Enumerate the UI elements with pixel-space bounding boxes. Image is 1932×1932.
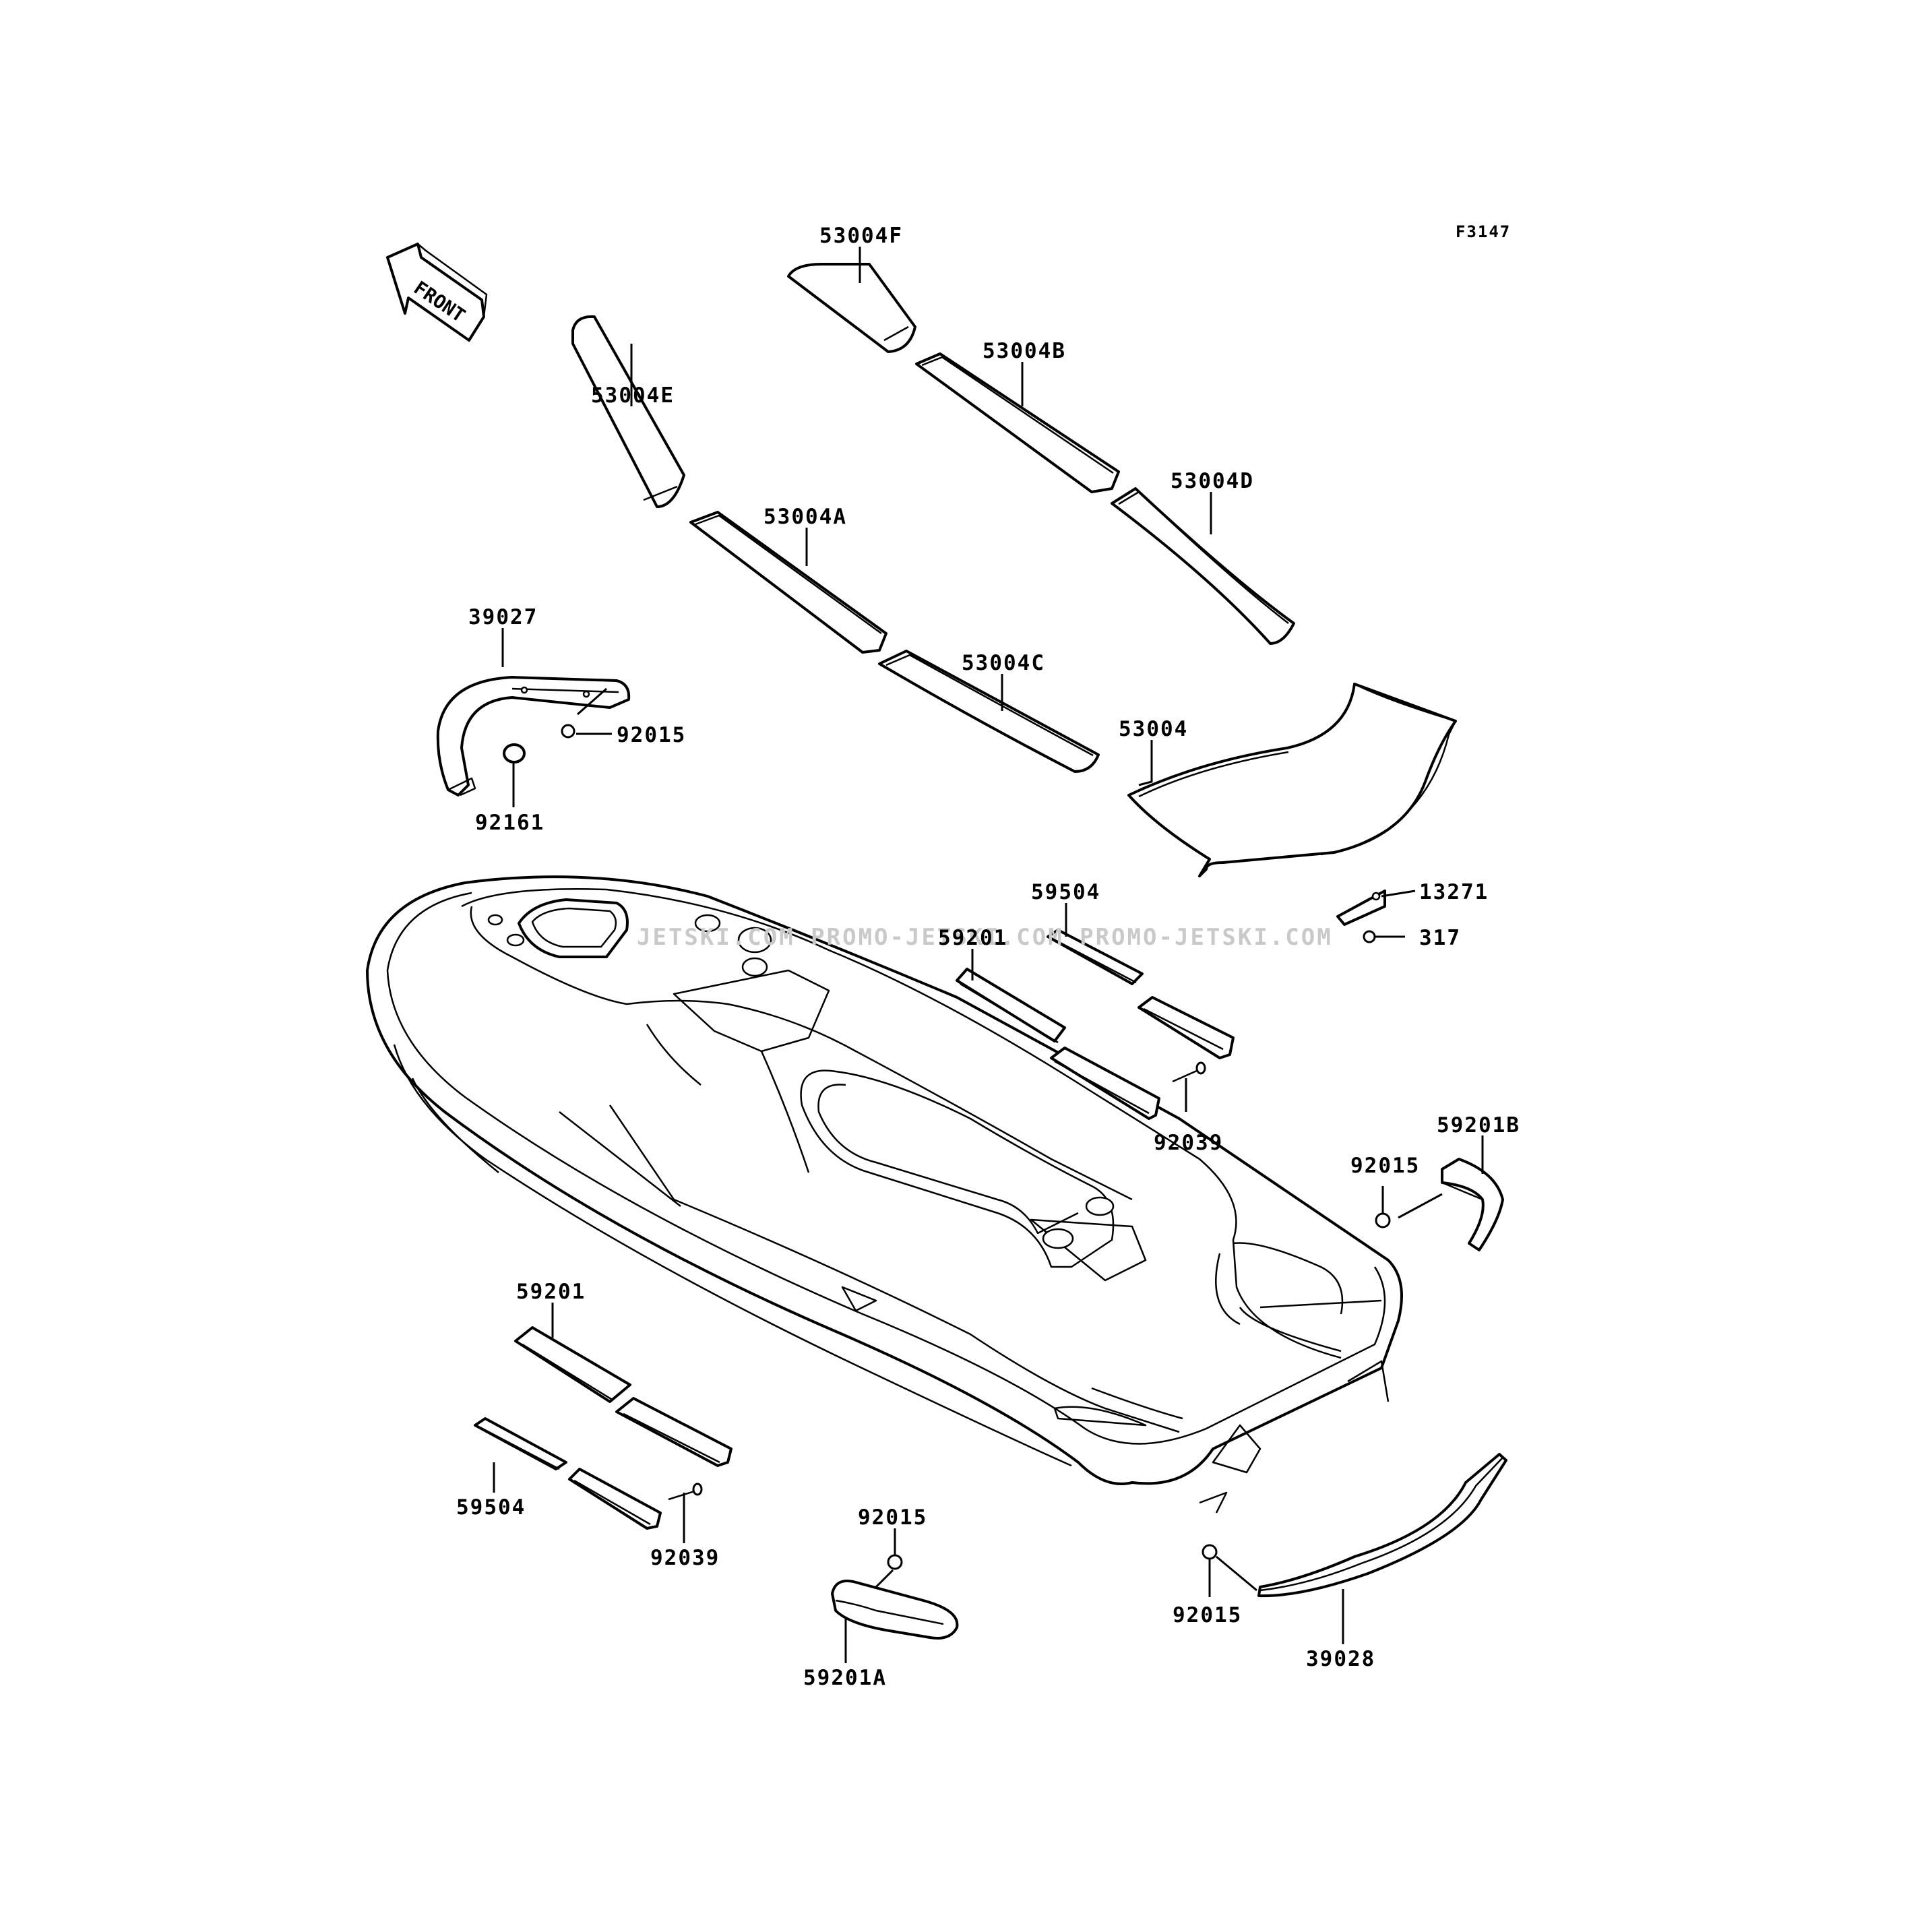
part-labels: 53004F 53004B 53004E 53004A 53004D 53004… <box>456 224 1520 1690</box>
seat-cover-53004 <box>1127 683 1457 877</box>
label-92015-right: 92015 <box>1350 1154 1420 1178</box>
guard-59201A <box>831 1580 959 1640</box>
nut-92015-right <box>1375 1212 1391 1228</box>
rail-59504-top <box>1047 929 1144 985</box>
label-92039-top: 92039 <box>1154 1131 1223 1155</box>
guard-59201-top <box>956 968 1066 1044</box>
rail-39028 <box>1257 1453 1507 1598</box>
label-92015-bottom: 92015 <box>858 1505 927 1530</box>
guard-59201-left <box>514 1326 631 1403</box>
mat-53004E <box>571 315 685 508</box>
label-59201-left: 59201 <box>516 1280 586 1304</box>
front-arrow-icon: FRONT <box>386 243 488 342</box>
label-92015-top: 92015 <box>617 723 686 747</box>
label-59201A: 59201A <box>803 1666 887 1690</box>
rivet-92039-top <box>1172 1061 1206 1083</box>
figure-ref-code: F3147 <box>1456 222 1511 241</box>
label-13271: 13271 <box>1419 880 1489 904</box>
rail-59504-left <box>474 1417 567 1470</box>
guard-59201-top-b <box>1050 1047 1160 1120</box>
label-59201B: 59201B <box>1437 1113 1520 1138</box>
guard-59201-left-b <box>615 1397 733 1467</box>
bumper-39027 <box>436 676 631 797</box>
label-53004D: 53004D <box>1171 469 1254 493</box>
label-53004A: 53004A <box>764 505 847 529</box>
rail-59504-left-b <box>568 1468 662 1530</box>
label-53004B: 53004B <box>983 339 1066 363</box>
label-59504-top: 59504 <box>1031 880 1100 904</box>
label-39027: 39027 <box>468 605 538 629</box>
hull-body <box>366 875 1403 1514</box>
label-53004E: 53004E <box>591 383 675 408</box>
label-53004C: 53004C <box>962 651 1045 675</box>
label-317: 317 <box>1419 926 1461 950</box>
mat-53004C <box>878 650 1100 773</box>
guard-59201B <box>1441 1158 1504 1251</box>
mat-53004B <box>915 352 1120 493</box>
label-53004: 53004 <box>1119 717 1188 741</box>
label-92161: 92161 <box>475 811 544 835</box>
watermark: JETSKI.COM PROMO-JETSKI.COM PROMO-JETSKI… <box>637 924 1333 951</box>
label-59504-left: 59504 <box>456 1495 526 1520</box>
mat-53004F <box>787 263 916 353</box>
leader-lines <box>493 247 1484 1663</box>
bracket-13271 <box>1336 890 1386 926</box>
label-59201-top: 59201 <box>938 926 1007 950</box>
label-39028: 39028 <box>1306 1647 1375 1671</box>
mat-53004A <box>689 511 887 654</box>
label-92015-bottomright: 92015 <box>1173 1603 1242 1627</box>
nut-92015-bottom <box>887 1554 903 1570</box>
nut-92015-top <box>561 724 575 739</box>
label-53004F: 53004F <box>819 224 903 248</box>
rail-59504-top-b <box>1138 996 1235 1059</box>
nut-92015-bottomright <box>1202 1544 1218 1560</box>
nut-317 <box>1363 930 1376 943</box>
label-92039-left: 92039 <box>650 1546 720 1570</box>
plug-92161 <box>503 743 526 764</box>
mat-53004D <box>1111 487 1295 645</box>
